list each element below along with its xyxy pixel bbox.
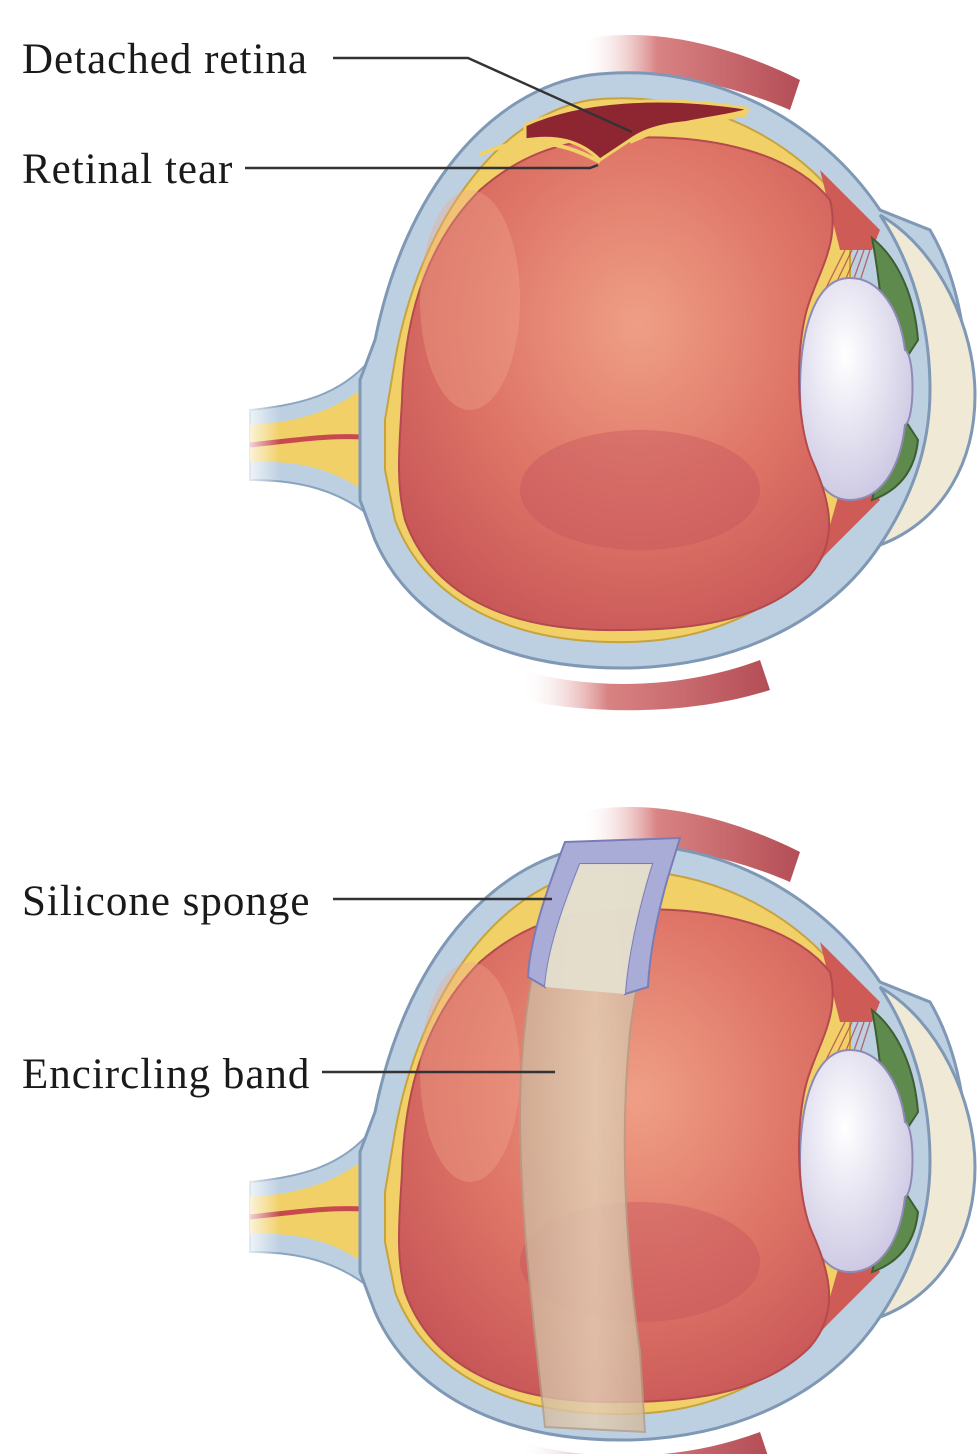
retinal-tear-label: Retinal tear [22, 148, 233, 191]
bottom-eye-scleral-buckle [240, 807, 975, 1454]
detached-retina-label: Detached retina [22, 38, 308, 81]
encircling-band-label: Encircling band [22, 1053, 310, 1096]
silicone-sponge-label: Silicone sponge [22, 880, 311, 923]
top-eye-detached-retina [240, 35, 975, 710]
